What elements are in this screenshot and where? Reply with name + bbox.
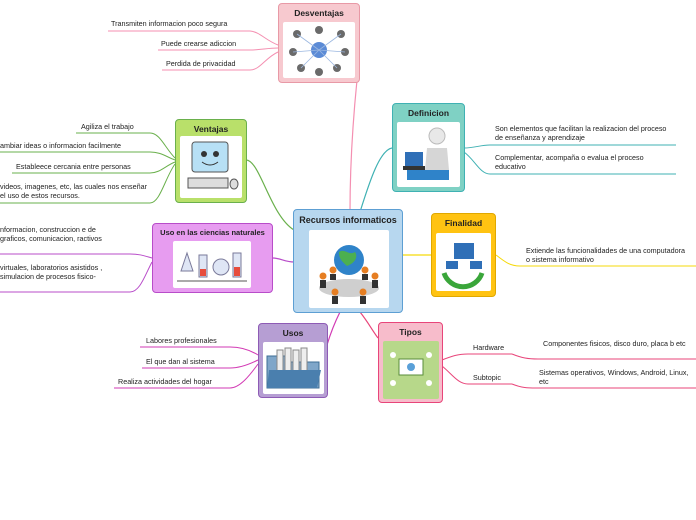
tipos-subtopic-1-label: Hardware: [473, 343, 505, 352]
lab-equipment-image: [173, 241, 251, 288]
ventajas-item-1: Agiliza el trabajo: [81, 122, 134, 131]
tipos-subtopic-2-detail: Sistemas operativos, Windows, Android, L…: [539, 368, 689, 386]
branch-ventajas[interactable]: Ventajas: [175, 119, 247, 203]
branch-finalidad-title: Finalidad: [444, 218, 483, 228]
person-computer-image: [397, 122, 460, 187]
definicion-item-1: Son elementos que facilitan la realizaci…: [495, 124, 667, 142]
uso-ciencias-item-2: virtuales, laboratorios asistidos , simu…: [0, 263, 103, 281]
branch-ventajas-title: Ventajas: [193, 124, 229, 134]
uso-ciencias-item-1: nformacion, construccion e de graficos, …: [0, 225, 102, 243]
tech-icons-image: [383, 341, 439, 399]
ventajas-item-3: Estableece cercania entre personas: [16, 162, 131, 171]
desventajas-item-1: Transmiten informacion poco segura: [111, 19, 228, 28]
tipos-subtopic-2-label: Subtopic: [473, 373, 501, 382]
globe-meeting-image: [309, 230, 389, 308]
branch-finalidad[interactable]: Finalidad: [431, 213, 496, 297]
branch-usos-title: Usos: [282, 328, 304, 338]
file-folder-image: [263, 342, 324, 394]
branch-usos[interactable]: Usos: [258, 323, 328, 398]
ventajas-item-2: ambiar ideas o informacion facilmente: [0, 141, 122, 150]
recycle-network-image: [436, 233, 491, 291]
branch-definicion-title: Definicion: [407, 108, 450, 118]
desventajas-item-2: Puede crearse adiccion: [161, 39, 237, 48]
branch-desventajas-title: Desventajas: [294, 8, 344, 18]
branch-uso-ciencias[interactable]: Uso en las ciencias naturales: [152, 223, 273, 293]
branch-tipos-title: Tipos: [399, 327, 422, 337]
tipos-subtopic-1-detail: Componentes fisicos, disco duro, placa b…: [543, 339, 686, 348]
ventajas-item-4: videos, imagenes, etc, las cuales nos en…: [0, 182, 148, 200]
definicion-item-2: Complementar, acompaña o evalua el proce…: [495, 153, 644, 171]
cartoon-computer-image: [180, 136, 242, 198]
branch-definicion[interactable]: Definicion: [392, 103, 465, 192]
people-network-image: [283, 22, 355, 78]
central-topic-title: Recursos informaticos: [299, 215, 397, 225]
usos-item-1: Labores profesionales: [146, 336, 217, 345]
usos-item-3: Realiza actividades del hogar: [118, 377, 212, 386]
branch-uso-ciencias-title: Uso en las ciencias naturales: [160, 228, 265, 237]
usos-item-2: El que dan al sistema: [146, 357, 215, 366]
branch-desventajas[interactable]: Desventajas: [278, 3, 360, 83]
desventajas-item-3: Perdida de privacidad: [166, 59, 236, 68]
branch-tipos[interactable]: Tipos: [378, 322, 443, 403]
central-topic[interactable]: Recursos informaticos: [293, 209, 403, 313]
finalidad-item-1: Extiende las funcionalidades de una comp…: [526, 246, 686, 264]
